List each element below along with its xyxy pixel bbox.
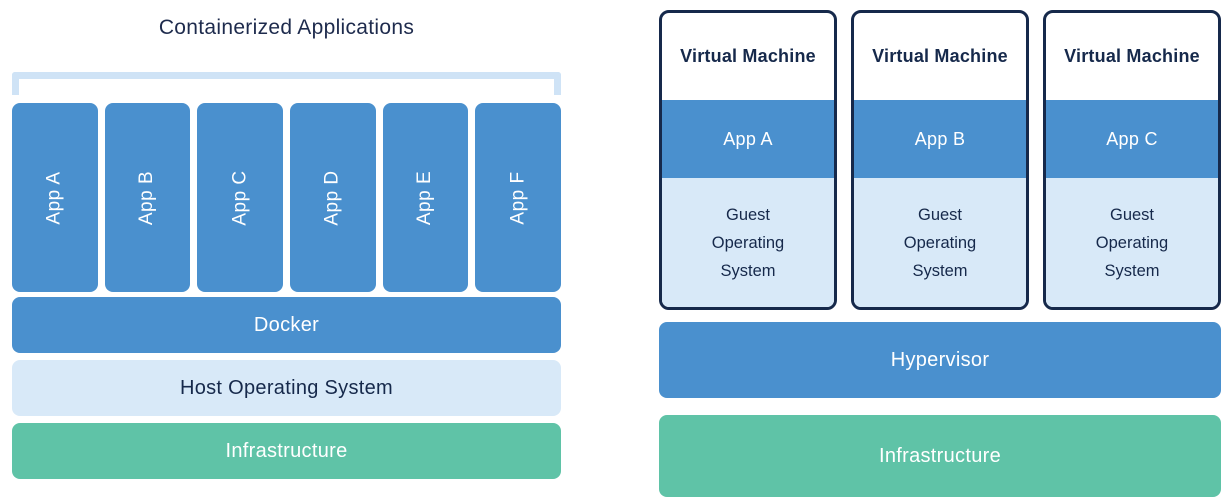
- vm-guest-os: Guest Operating System: [1046, 178, 1218, 307]
- infrastructure-layer-left: Infrastructure: [12, 423, 561, 479]
- vm-box-2: Virtual Machine App B Guest Operating Sy…: [851, 10, 1029, 310]
- vm-app-band: App C: [1046, 100, 1218, 178]
- infrastructure-layer-right: Infrastructure: [659, 415, 1221, 497]
- hypervisor-layer: Hypervisor: [659, 322, 1221, 398]
- container-app-a: App A: [12, 103, 98, 292]
- vm-box-1: Virtual Machine App A Guest Operating Sy…: [659, 10, 837, 310]
- vm-app-band: App B: [854, 100, 1026, 178]
- vm-title: Virtual Machine: [680, 46, 816, 66]
- container-app-c: App C: [197, 103, 284, 292]
- containers-bracket: [12, 72, 561, 95]
- vm-row: Virtual Machine App A Guest Operating Sy…: [659, 10, 1221, 310]
- container-app-b: App B: [104, 103, 191, 292]
- container-app-label: App E: [414, 170, 436, 225]
- vm-guest-os: Guest Operating System: [854, 178, 1026, 307]
- container-apps-row: App A App B App C App D App E App F: [12, 103, 562, 292]
- container-app-label: App A: [43, 170, 65, 225]
- container-app-f: App F: [475, 103, 562, 292]
- virtual-machines-diagram: Virtual Machine App A Guest Operating Sy…: [613, 0, 1225, 501]
- container-app-label: App B: [136, 170, 158, 225]
- host-os-layer: Host Operating System: [12, 360, 561, 416]
- containers-diagram: Containerized Applications App A App B A…: [0, 0, 612, 501]
- container-app-label: App D: [321, 169, 343, 226]
- vm-app-band: App A: [662, 100, 834, 178]
- vm-guest-os: Guest Operating System: [662, 178, 834, 307]
- container-app-label: App F: [507, 170, 529, 225]
- container-app-e: App E: [382, 103, 469, 292]
- docker-layer: Docker: [12, 297, 561, 353]
- containers-title: Containerized Applications: [158, 16, 415, 39]
- container-app-label: App C: [229, 169, 251, 226]
- vm-title: Virtual Machine: [872, 46, 1008, 66]
- container-app-d: App D: [290, 103, 376, 292]
- vm-box-3: Virtual Machine App C Guest Operating Sy…: [1043, 10, 1221, 310]
- vm-title: Virtual Machine: [1064, 46, 1200, 66]
